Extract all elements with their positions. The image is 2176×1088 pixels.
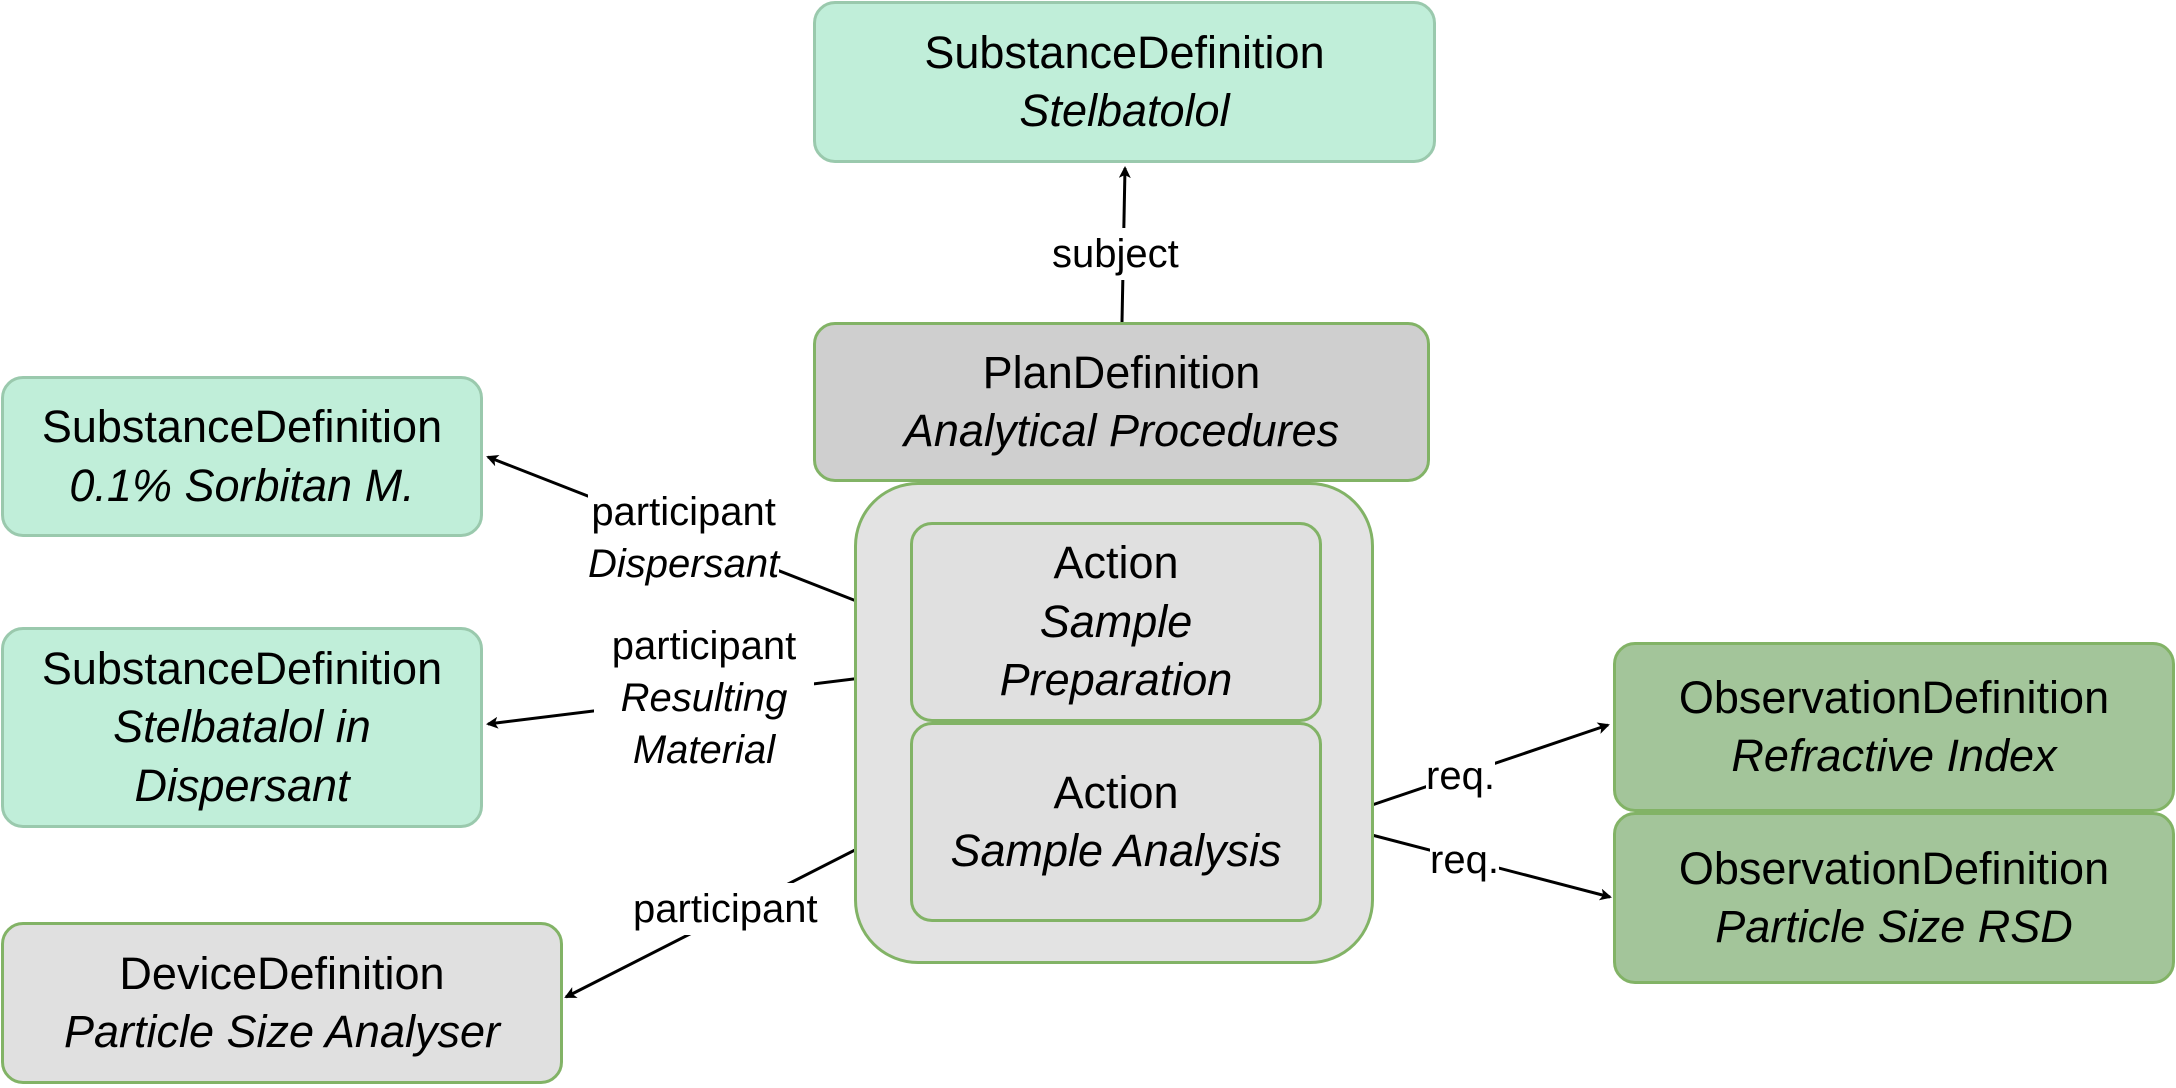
observation-definition-particle-size-rsd[interactable]: ObservationDefinition Particle Size RSD [1613, 812, 2175, 984]
node-name: Stelbatalol in Dispersant [113, 701, 371, 811]
edge-label-text: req. [1430, 838, 1499, 882]
edge-role-text: Dispersant [588, 542, 780, 586]
edge-label-text: participant [611, 624, 797, 668]
node-type: Action [1053, 766, 1179, 818]
edge-label-text: subject [1052, 232, 1179, 276]
plan-definition-analytical-procedures[interactable]: PlanDefinition Analytical Procedures [813, 322, 1430, 482]
action-sample-preparation[interactable]: Action Sample Preparation [910, 522, 1322, 722]
node-name: Refractive Index [1731, 730, 2057, 781]
node-type: SubstanceDefinition [41, 642, 443, 694]
edge-role-text: Resulting Material [620, 676, 788, 772]
node-name: Sample Analysis [950, 825, 1282, 876]
req-refractive-edge-label: req. [1426, 750, 1495, 802]
action-sample-analysis[interactable]: Action Sample Analysis [910, 722, 1322, 922]
node-type: ObservationDefinition [1678, 671, 2110, 723]
node-type: DeviceDefinition [119, 947, 445, 999]
substance-definition-stelbatolol[interactable]: SubstanceDefinition Stelbatolol [813, 1, 1436, 163]
device-definition-particle-size-analyser[interactable]: DeviceDefinition Particle Size Analyser [1, 922, 563, 1084]
participant-resulting-edge-label: participant Resulting Material [594, 620, 814, 776]
observation-definition-refractive-index[interactable]: ObservationDefinition Refractive Index [1613, 642, 2175, 812]
subject-edge-label: subject [1052, 228, 1179, 280]
edge-label-text: participant [633, 887, 818, 931]
participant-device-edge-label: participant [633, 883, 818, 935]
substance-definition-sorbitan[interactable]: SubstanceDefinition 0.1% Sorbitan M. [1, 376, 483, 537]
node-name: Analytical Procedures [903, 405, 1340, 456]
participant-dispersant-edge-label: participant Dispersant [588, 486, 780, 590]
edge-label-text: participant [591, 490, 776, 534]
node-name: Sample Preparation [999, 595, 1233, 706]
node-type: ObservationDefinition [1678, 842, 2110, 894]
substance-definition-stelbatalol-in-dispersant[interactable]: SubstanceDefinition Stelbatalol in Dispe… [1, 627, 483, 828]
node-name: Particle Size RSD [1715, 901, 2073, 952]
node-name: Particle Size Analyser [63, 1006, 500, 1057]
node-type: SubstanceDefinition [41, 401, 443, 452]
node-type: SubstanceDefinition [924, 26, 1325, 78]
node-name: 0.1% Sorbitan M. [69, 459, 415, 511]
req-particle-edge-label: req. [1430, 834, 1499, 886]
node-type: Action [1053, 537, 1179, 589]
node-name: Stelbatolol [1019, 85, 1230, 136]
edge-label-text: req. [1426, 754, 1495, 798]
node-type: PlanDefinition [982, 346, 1261, 398]
